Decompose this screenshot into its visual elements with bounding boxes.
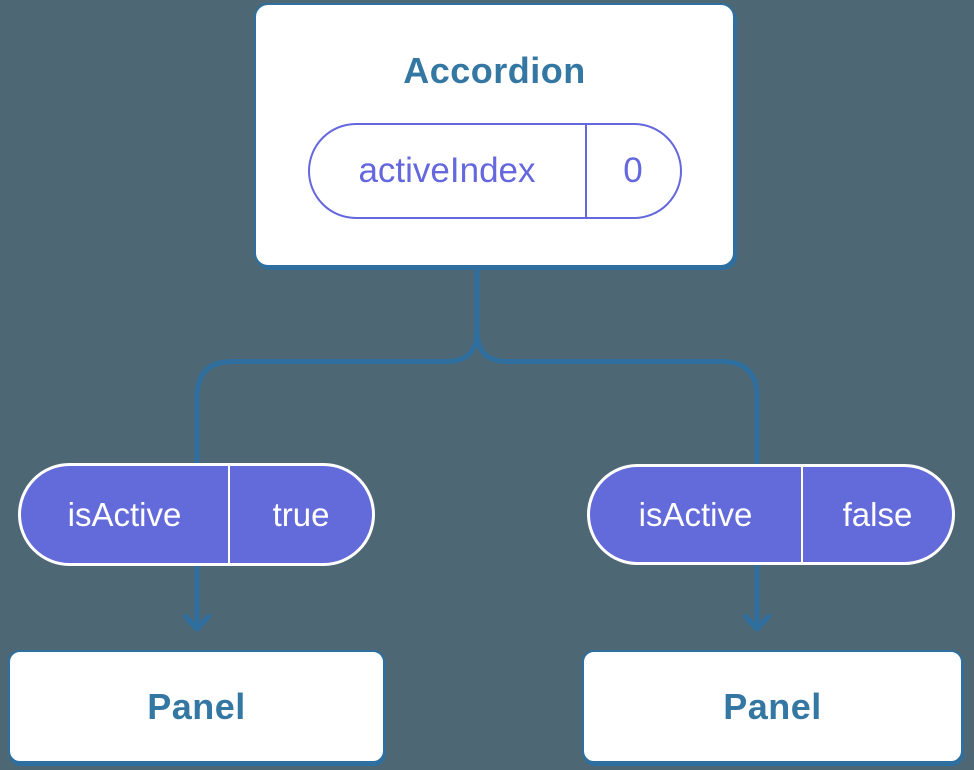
arrow-down-icon xyxy=(183,614,211,632)
panel-label: Panel xyxy=(723,685,822,727)
panel-card-right: Panel xyxy=(582,650,963,763)
state-pill-activeindex: activeIndex 0 xyxy=(307,123,682,219)
state-value: 0 xyxy=(623,151,643,190)
state-name: activeIndex xyxy=(310,125,587,217)
prop-pill-isactive-true: isActive true xyxy=(18,463,375,566)
connector-left-branch xyxy=(194,268,480,626)
panel-label: Panel xyxy=(147,685,246,727)
accordion-card: Accordion activeIndex 0 xyxy=(254,3,735,267)
prop-value: false xyxy=(842,495,913,533)
prop-pill-isactive-false: isActive false xyxy=(587,464,955,565)
prop-value: true xyxy=(272,495,330,533)
arrow-down-icon xyxy=(743,614,771,632)
prop-name: isActive xyxy=(21,466,230,563)
connector-right-branch xyxy=(474,268,760,626)
prop-name: isActive xyxy=(590,467,803,562)
panel-card-left: Panel xyxy=(8,650,385,763)
accordion-title: Accordion xyxy=(403,50,586,91)
